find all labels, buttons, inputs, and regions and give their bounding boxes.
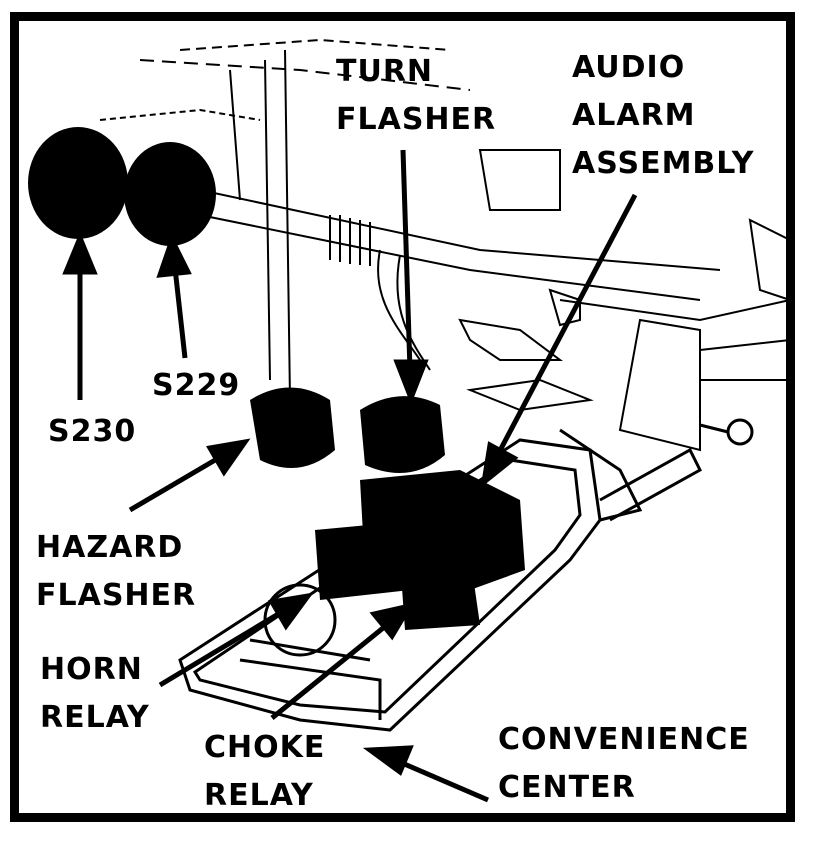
label-line: FLASHER bbox=[336, 102, 497, 137]
label-line: S229 bbox=[152, 368, 241, 403]
label-line: FLASHER bbox=[36, 578, 197, 613]
label-line: RELAY bbox=[40, 700, 150, 735]
label-line: CENTER bbox=[498, 770, 636, 805]
turn-flasher-body bbox=[360, 396, 445, 473]
label-line: HAZARD bbox=[36, 530, 184, 565]
label-s229: S229 bbox=[152, 362, 240, 410]
label-line: AUDIO bbox=[572, 50, 686, 85]
screw bbox=[699, 418, 754, 446]
label-horn-relay: HORN RELAY bbox=[40, 646, 150, 742]
label-audio-alarm-assembly: AUDIO ALARM ASSEMBLY bbox=[572, 44, 754, 188]
label-line: CHOKE bbox=[204, 730, 326, 765]
relay-blocks bbox=[28, 127, 525, 630]
label-line: TURN bbox=[336, 54, 434, 89]
s229-splice bbox=[124, 142, 216, 246]
convenience-center-tray bbox=[178, 428, 702, 732]
label-line: ALARM bbox=[572, 98, 696, 133]
label-turn-flasher: TURN FLASHER bbox=[336, 48, 496, 144]
s230-splice bbox=[28, 127, 128, 239]
horn-relay-body bbox=[315, 522, 410, 600]
label-hazard-flasher: HAZARD FLASHER bbox=[36, 524, 196, 620]
label-s230: S230 bbox=[48, 408, 136, 456]
leader-arrows bbox=[62, 149, 638, 803]
dashboard-sketch bbox=[99, 38, 791, 452]
label-line: HORN bbox=[40, 652, 143, 687]
label-line: ASSEMBLY bbox=[572, 146, 755, 181]
label-choke-relay: CHOKE RELAY bbox=[204, 724, 325, 820]
hazard-flasher-body bbox=[250, 387, 335, 468]
label-line: CONVENIENCE bbox=[498, 722, 750, 757]
label-line: RELAY bbox=[204, 778, 314, 813]
diagram-border bbox=[10, 12, 795, 822]
label-line: S230 bbox=[48, 414, 137, 449]
choke-relay-body bbox=[400, 555, 480, 630]
label-convenience-center: CONVENIENCE CENTER bbox=[498, 716, 750, 812]
